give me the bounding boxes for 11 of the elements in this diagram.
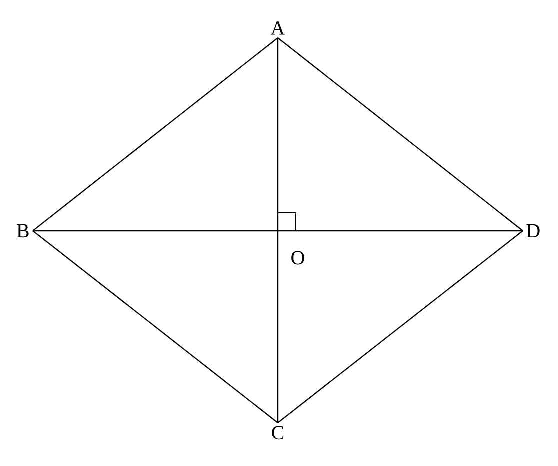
line-segment	[278, 230, 524, 424]
line-segment	[278, 38, 524, 232]
line-segment	[33, 230, 523, 232]
line-segment	[32, 230, 278, 424]
point-label: O	[292, 251, 304, 265]
line-segment	[277, 38, 279, 423]
point-label: C	[272, 426, 284, 440]
line-segment	[32, 38, 278, 232]
point-label: D	[526, 224, 540, 238]
point-label: A	[270, 22, 286, 35]
point-label: B	[17, 224, 29, 238]
